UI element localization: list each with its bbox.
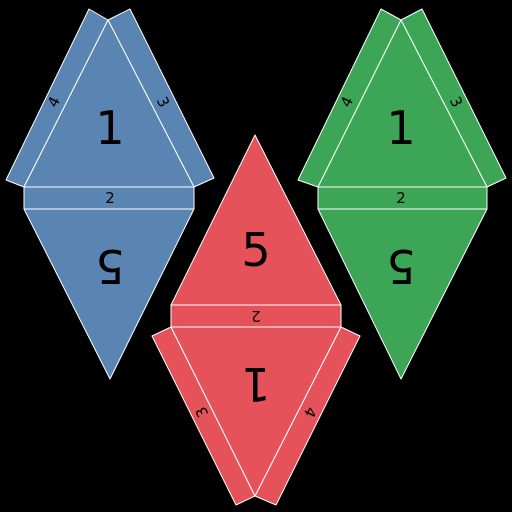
blue-net: 1 2 5 4 3 [5,8,215,380]
red-net: 5 2 1 3 4 [151,134,361,506]
green-face-top-label: 1 [386,101,415,155]
red-strip-label: 2 [251,307,261,325]
green-face-bottom [317,208,488,380]
blue-face-bottom [23,208,195,380]
green-strip-label: 2 [396,189,406,207]
green-net: 1 2 5 4 3 [297,8,507,380]
red-face-top-label: 5 [241,223,270,277]
green-face-bottom-label: 5 [386,239,415,293]
red-face-bottom-label: 1 [241,357,270,411]
red-face-bottom [170,326,342,497]
blue-strip-label: 2 [105,189,115,207]
blue-face-bottom-label: 5 [95,239,124,293]
blue-face-top-label: 1 [95,101,124,155]
